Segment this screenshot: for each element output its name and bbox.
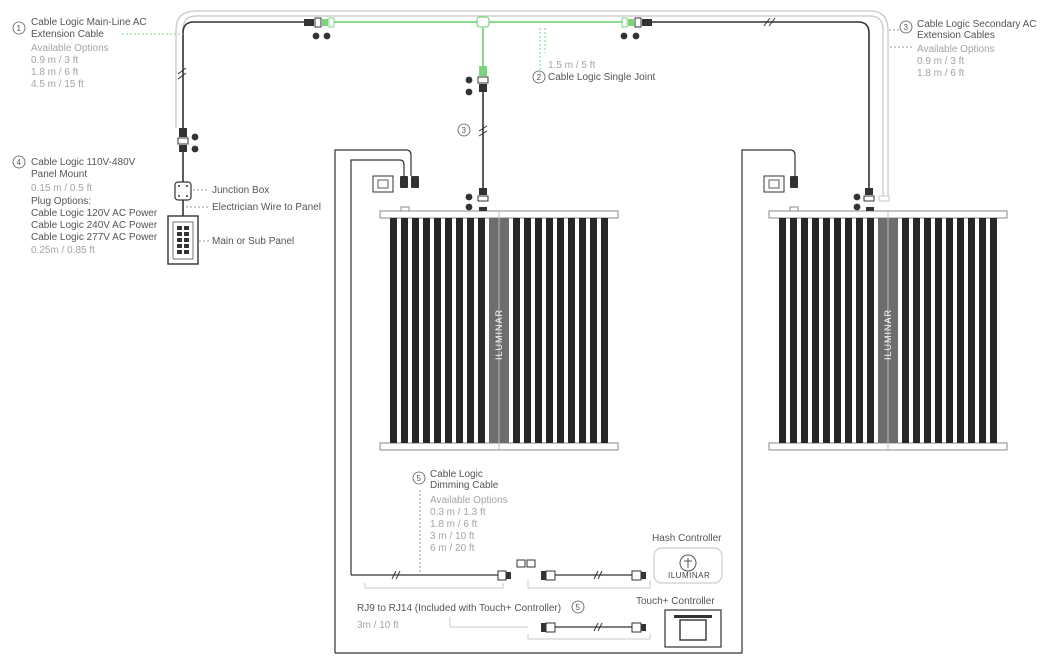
callout-3-options-label: Available Options xyxy=(917,44,995,55)
callout-3-number: 3 xyxy=(904,23,909,32)
callout-5-option-3: 3 m / 10 ft xyxy=(430,531,475,542)
hash-controller xyxy=(653,547,723,584)
callout-1-option-1: 0.9 m / 3 ft xyxy=(31,55,78,66)
callout-4-title-line2: Panel Mount xyxy=(31,169,87,180)
leader-lines-grey xyxy=(186,29,912,574)
dimming-cut-marks xyxy=(391,570,603,632)
callout-1-title-line2: Extension Cable xyxy=(31,29,104,40)
callout-1-title-line1: Cable Logic Main-Line AC xyxy=(31,17,147,28)
callout-main-line: 1 Cable Logic Main-Line AC Extension Cab… xyxy=(12,17,147,90)
hash-controller-brand: ILUMINAR xyxy=(668,571,710,580)
main-sub-panel xyxy=(167,215,199,265)
touch-controller-label: Touch+ Controller xyxy=(636,596,715,607)
callout-3-option-2: 1.8 m / 6 ft xyxy=(917,68,964,79)
single-joint-cable xyxy=(330,21,622,66)
callout-5-title-line1: Cable Logic xyxy=(430,469,483,480)
fixture-left xyxy=(379,206,619,451)
callout-5-option-1: 0.3 m / 1.3 ft xyxy=(430,507,486,518)
callout-rj9-rj14: RJ9 to RJ14 (Included with Touch+ Contro… xyxy=(357,600,585,631)
callout-4-title-line1: Cable Logic 110V-480V xyxy=(31,157,136,168)
callout-4-plug-3: Cable Logic 277V AC Power xyxy=(31,232,158,243)
dimension-brackets xyxy=(364,580,651,640)
callout-2-length: 1.5 m / 5 ft xyxy=(548,60,595,71)
fixture-left-brand: ILUMINAR xyxy=(494,309,504,360)
callout-4-plug-label: Plug Options: xyxy=(31,196,91,207)
junction-box-label: Junction Box xyxy=(212,185,269,196)
callout-4-length: 0.15 m / 0.5 ft xyxy=(31,183,92,194)
callout-panel-mount: 4 Cable Logic 110V-480V Panel Mount 0.15… xyxy=(12,155,158,256)
callout-4-plug-1: Cable Logic 120V AC Power xyxy=(31,208,158,219)
callout-5b-length: 3m / 10 ft xyxy=(357,620,399,631)
callout-5-option-2: 1.8 m / 6 ft xyxy=(430,519,477,530)
junction-box xyxy=(174,181,192,201)
tee-junction xyxy=(476,16,490,28)
callout-5-number: 5 xyxy=(417,474,422,483)
callout-3-title-line2: Extension Cables xyxy=(917,30,995,41)
callout-1-options-label: Available Options xyxy=(31,43,109,54)
callout-3-inline: 3 xyxy=(457,123,471,137)
callout-5b-title: RJ9 to RJ14 (Included with Touch+ Contro… xyxy=(357,603,561,614)
callout-3-option-1: 0.9 m / 3 ft xyxy=(917,56,964,67)
callout-3-title-line1: Cable Logic Secondary AC xyxy=(917,19,1037,30)
rj-inline-connectors xyxy=(497,559,646,633)
callout-dimming-cable: 5 Cable Logic Dimming Cable Available Op… xyxy=(412,469,508,554)
callout-3b-number: 3 xyxy=(462,126,467,135)
main-line-cable xyxy=(182,21,870,216)
callout-2-title: Cable Logic Single Joint xyxy=(548,72,656,83)
electrician-wire-label: Electrician Wire to Panel xyxy=(212,202,321,213)
callout-4-plug-2: Cable Logic 240V AC Power xyxy=(31,220,158,231)
callout-1-option-3: 4.5 m / 15 ft xyxy=(31,79,84,90)
fixture-feed-connectors xyxy=(465,188,890,211)
light-cable-lines xyxy=(175,10,889,198)
main-line-connectors xyxy=(177,17,652,153)
callout-5-option-4: 6 m / 20 ft xyxy=(430,543,475,554)
callout-5-title-line2: Dimming Cable xyxy=(430,480,499,491)
callout-4-length-2: 0.25m / 0.85 ft xyxy=(31,245,95,256)
callout-1-option-2: 1.8 m / 6 ft xyxy=(31,67,78,78)
touch-controller xyxy=(664,609,722,648)
leader-lines xyxy=(122,28,546,74)
callout-1-number: 1 xyxy=(17,24,22,33)
callout-4-number: 4 xyxy=(17,158,22,167)
fixture-right-brand: ILUMINAR xyxy=(883,309,893,360)
dimming-cable-lines xyxy=(334,149,796,654)
cut-marks xyxy=(177,17,776,137)
main-panel-label: Main or Sub Panel xyxy=(212,236,294,247)
callout-2-number: 2 xyxy=(537,73,542,82)
rj-ports xyxy=(372,175,798,193)
callout-5-options-label: Available Options xyxy=(430,495,508,506)
hash-controller-label: Hash Controller xyxy=(652,533,722,544)
callout-secondary: 3 Cable Logic Secondary AC Extension Cab… xyxy=(899,19,1037,79)
fixture-right xyxy=(768,206,1008,451)
callout-single-joint: 1.5 m / 5 ft 2 Cable Logic Single Joint xyxy=(532,60,656,84)
callout-5b-number: 5 xyxy=(576,603,581,612)
